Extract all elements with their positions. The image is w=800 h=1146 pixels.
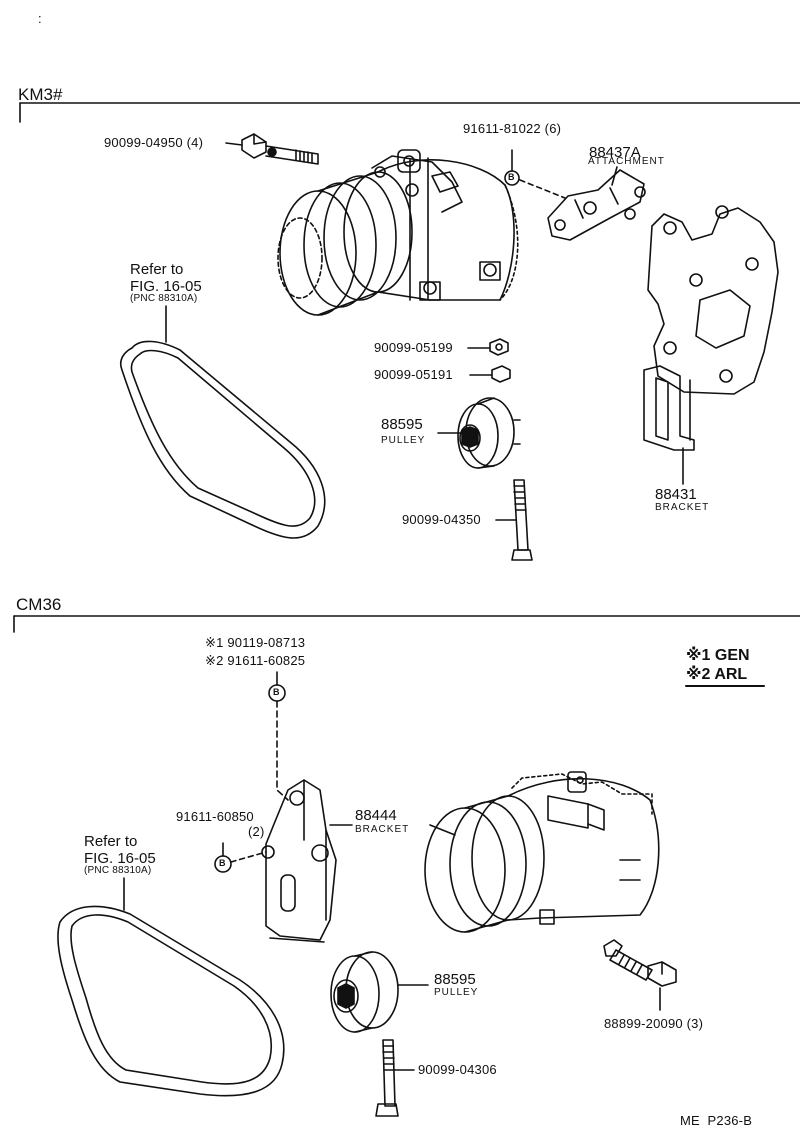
part-number-long-bolt[interactable]: 90099-04306 xyxy=(418,1062,497,1077)
part-number-bolt[interactable]: 91611-60850 xyxy=(176,809,254,824)
part-number-long-bolt[interactable]: 90099-04350 xyxy=(402,512,481,527)
part-number-nut-1[interactable]: 90099-05199 xyxy=(374,340,453,355)
compressor-icon xyxy=(424,771,660,933)
part-number-pulley[interactable]: 88595 xyxy=(381,416,423,433)
part-quantity: (2) xyxy=(248,824,265,839)
part-name-pulley: PULLEY xyxy=(381,435,426,446)
page-id: ME P236-B xyxy=(680,1113,753,1128)
compressor-icon xyxy=(277,149,519,316)
part-number-attachment[interactable]: 88437A xyxy=(589,144,641,161)
part-name-attachment: ATTACHMENT xyxy=(588,156,665,167)
part-number-stud[interactable]: 88899-20090 (3) xyxy=(604,1016,704,1031)
legend-item-1: ※1 GEN xyxy=(686,648,750,664)
bracket-icon xyxy=(643,205,779,451)
legend-item-2: ※2 ARL xyxy=(686,667,747,683)
bolt-icon xyxy=(511,479,533,561)
belt-icon xyxy=(57,905,285,1097)
attachment-icon xyxy=(547,169,646,241)
section-km3-frame xyxy=(19,102,800,123)
refer-text-line1: Refer to xyxy=(84,833,138,850)
nut-icon xyxy=(489,338,509,356)
b-marker-label: B xyxy=(508,172,515,182)
refer-text-line2[interactable]: FIG. 16-05 xyxy=(84,850,156,867)
section-title-km3: KM3# xyxy=(18,85,63,104)
bolt-icon xyxy=(375,1039,399,1117)
stud-icon xyxy=(603,939,677,987)
refer-text-line1: Refer to xyxy=(130,261,184,278)
note-line-2[interactable]: ※2 91611-60825 xyxy=(205,653,306,668)
section-title-cm36: CM36 xyxy=(16,595,62,614)
refer-text-line3: (PNC 88310A) xyxy=(130,293,198,304)
b-marker-label: B xyxy=(273,687,280,697)
pulley-icon xyxy=(330,951,399,1033)
part-number-bracket[interactable]: 88431 xyxy=(655,486,697,503)
refer-text-line3: (PNC 88310A) xyxy=(84,865,152,876)
section-cm36-frame xyxy=(13,615,800,633)
part-name-bracket: BRACKET xyxy=(655,502,710,513)
belt-icon xyxy=(119,340,326,539)
legend-mark-1: ※1 xyxy=(686,647,711,664)
part-number-pulley[interactable]: 88595 xyxy=(434,971,476,988)
legend-text-2: ARL xyxy=(714,666,748,683)
legend-mark-2: ※2 xyxy=(686,666,711,683)
b-marker-label: B xyxy=(219,858,226,868)
bolt-icon xyxy=(241,133,319,165)
legend-text-1: GEN xyxy=(714,647,750,664)
note-line-1[interactable]: ※1 90119-08713 xyxy=(205,635,306,650)
part-name-bracket: BRACKET xyxy=(355,824,410,835)
pulley-icon xyxy=(457,397,521,469)
part-number-nut-2[interactable]: 90099-05191 xyxy=(374,367,453,382)
bracket-icon xyxy=(261,779,337,943)
stray-mark: : xyxy=(38,11,42,26)
part-name-pulley: PULLEY xyxy=(434,987,479,998)
nut-icon xyxy=(491,365,511,383)
part-number-bolt-b[interactable]: 91611-81022 (6) xyxy=(463,121,562,136)
part-number-bracket[interactable]: 88444 xyxy=(355,807,397,824)
part-number-bolt[interactable]: 90099-04950 (4) xyxy=(104,135,204,150)
refer-text-line2[interactable]: FIG. 16-05 xyxy=(130,278,202,295)
